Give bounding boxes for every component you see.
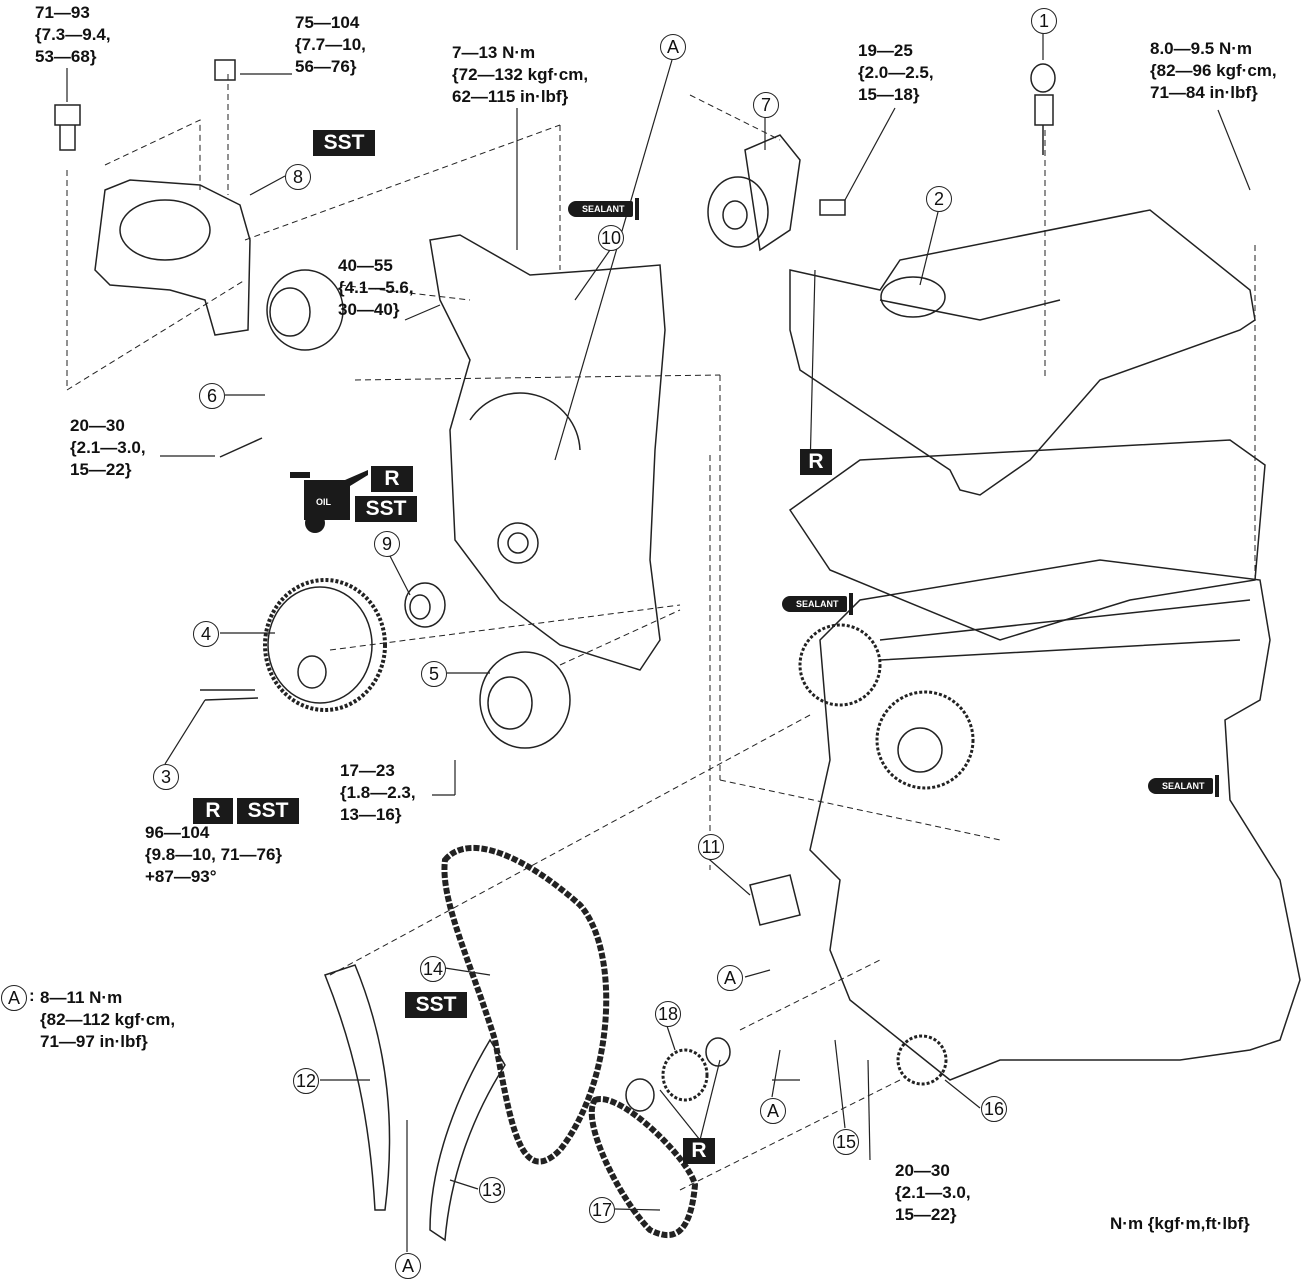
callout-10: 10 [598, 225, 624, 251]
chain-guide-12 [324, 964, 391, 1211]
callout-3: 3 [153, 764, 179, 790]
oil-pump-chain [588, 1096, 699, 1239]
oil-pump-sprocket [625, 1037, 731, 1112]
idler-pulley-5 [479, 651, 571, 749]
callout-14: 14 [420, 956, 446, 982]
callout-2: 2 [926, 186, 952, 212]
oil-label: OIL [316, 497, 331, 507]
torque-spec-head-cover: 8.0—9.5 N·m{82—96 kgf·cm,71—84 in·lbf} [1150, 39, 1277, 102]
callout-a: A [395, 1253, 421, 1279]
replace-badge: R [800, 449, 832, 475]
callout-7: 7 [753, 92, 779, 118]
callout-18: 18 [655, 1001, 681, 1027]
torque-spec-idler-5: 17—23{1.8—2.3,13—16} [340, 761, 416, 824]
torque-spec-cover-bolt: 40—55{4.1—5.6,30—40} [338, 256, 414, 319]
callout-9: 9 [374, 531, 400, 557]
callout-a: A [717, 965, 743, 991]
callout-16: 16 [981, 1096, 1007, 1122]
replace-badge: R [193, 798, 233, 824]
replace-badge: R [683, 1138, 715, 1164]
crankshaft-pulley [200, 578, 387, 712]
legend-a-spec: 8—11 N·m{82—112 kgf·cm,71—97 in·lbf} [40, 988, 176, 1051]
callout-a: A [660, 34, 686, 60]
legend-a-prefix: : [29, 986, 35, 1005]
sealant-tube-icon: SEALANT [782, 593, 852, 615]
drive-belt-tensioner [707, 134, 846, 252]
sst-badge: SST [405, 992, 467, 1018]
callout-11: 11 [698, 834, 724, 860]
callout-1: 1 [1031, 8, 1057, 34]
callout-15: 15 [833, 1129, 859, 1155]
torque-spec-pulley-bolt: 96—104{9.8—10, 71—76}+87—93° [145, 823, 283, 886]
sealant-tube-icon: SEALANT [568, 198, 638, 220]
oil-level-gauge-1 [1030, 63, 1056, 155]
callout-a: A [760, 1098, 786, 1124]
cylinder-head-cover [789, 209, 1256, 496]
cylinder-head-and-block [798, 559, 1301, 1081]
replace-badge: R [371, 466, 413, 492]
sealant-tube-icon: SEALANT [1148, 775, 1218, 797]
torque-spec-mount-bolt: 71—93{7.3—9.4,53—68} [35, 3, 111, 66]
torque-spec-front-cover: 7—13 N·m{72—132 kgf·cm,62—115 in·lbf} [452, 43, 589, 106]
head-cover-gasket [788, 439, 1266, 641]
torque-spec-tensioner: 19—25{2.0—2.5,15—18} [858, 41, 934, 104]
callout-17: 17 [589, 1197, 615, 1223]
idler-pulley-6 [219, 269, 344, 458]
torque-spec-mount-nut: 75—104{7.7—10,56—76} [295, 13, 366, 76]
torque-spec-sprocket: 20—30{2.1—3.0,15—22} [895, 1161, 971, 1224]
chain-tensioner-arm-13 [429, 1038, 506, 1242]
callout-12: 12 [293, 1068, 319, 1094]
engine-mount [54, 59, 251, 336]
alignment-lines [66, 74, 1256, 1191]
callout-8: 8 [285, 164, 311, 190]
chain-tensioner-11 [749, 874, 801, 926]
callout-a-legend: A [1, 985, 27, 1011]
sst-badge: SST [237, 798, 299, 824]
callout-6: 6 [199, 383, 225, 409]
front-oil-seal [404, 582, 446, 628]
callout-5: 5 [421, 661, 447, 687]
sst-badge: SST [355, 496, 417, 522]
callout-13: 13 [479, 1177, 505, 1203]
torque-spec-idler-6: 20—30{2.1—3.0,15—22} [70, 416, 146, 479]
units-note: N·m {kgf·m,ft·lbf} [1110, 1214, 1250, 1233]
sst-badge: SST [313, 130, 375, 156]
engine-front-cover [429, 234, 666, 671]
callout-4: 4 [193, 621, 219, 647]
oil-can-icon [290, 470, 368, 533]
crank-sprocket-16 [896, 1034, 948, 1086]
timing-chain [441, 844, 610, 1165]
